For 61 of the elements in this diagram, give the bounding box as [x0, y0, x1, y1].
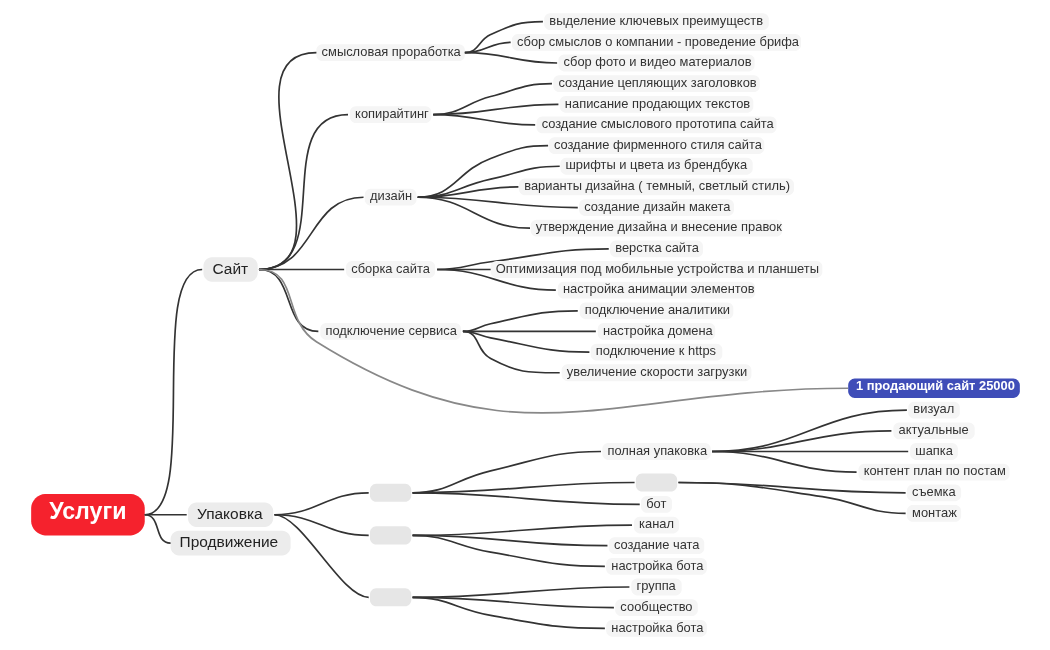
node-box: дизайн: [364, 188, 416, 206]
node-box: подключение к https: [590, 343, 722, 361]
node-box: выделение ключевых преимуществ: [543, 13, 769, 31]
node-box: создание чата: [608, 537, 704, 555]
node-box: настройка анимации элементов: [557, 281, 755, 299]
connector: [411, 491, 641, 506]
node-box: смысловая проработка: [315, 44, 465, 62]
connector: [463, 51, 558, 64]
node-box: утверждение дизайна и внесение правок: [530, 219, 782, 237]
connector: [411, 534, 606, 568]
node-box: копирайтинг: [349, 106, 431, 123]
node-box: Продвижение: [170, 530, 291, 556]
node-box: монтаж: [906, 505, 961, 522]
connector: [273, 513, 369, 599]
node-box: настройка бота: [605, 557, 707, 575]
node-box: подключение аналитики: [579, 302, 733, 320]
node-box: Сайт: [202, 257, 258, 282]
node-box: сборка сайта: [345, 261, 435, 278]
node-box: шапка: [909, 443, 958, 460]
node-box: [635, 473, 677, 492]
connector: [411, 596, 606, 630]
node-box: сбор смыслов о компании - проведение брифа: [511, 33, 801, 51]
node-box: сообщество: [614, 599, 698, 617]
node-box: создание цепляющих заголовков: [552, 75, 760, 93]
node-box: сбор фото и видео материалов: [557, 54, 755, 72]
node-box: создание смыслового прототипа сайта: [535, 116, 777, 134]
node-box: Услуги: [30, 494, 145, 536]
node-box: шрифты и цвета из брендбука: [559, 157, 753, 175]
node-box: канал: [633, 516, 679, 534]
node-box: создание дизайн макета: [578, 199, 734, 216]
node-box: группа: [630, 578, 682, 596]
connector: [710, 450, 857, 473]
node-box: [369, 526, 411, 545]
node-box: актуальные: [892, 422, 975, 440]
node-box: Оптимизация под мобильные устройства и планшеты: [490, 261, 822, 278]
node-box: настройка домена: [597, 323, 715, 340]
node-box: [369, 483, 411, 502]
node-box: съемка: [906, 484, 961, 502]
node-box: подключение сервиса: [319, 323, 461, 340]
node-box: бот: [640, 496, 672, 513]
connector: [435, 268, 557, 291]
connector: [461, 330, 561, 374]
connector: [416, 196, 531, 230]
connector: [411, 586, 630, 599]
node-box: визуал: [907, 401, 960, 419]
node-box: 1 продающий сайт 25000: [847, 378, 1020, 398]
connector: [257, 268, 849, 414]
node-box: настройка бота: [605, 619, 707, 637]
node-box: контент план по постам: [858, 463, 1009, 481]
node-box: верстка сайта: [609, 240, 703, 258]
connector: [411, 596, 615, 609]
connector: [677, 481, 906, 515]
connector: [431, 113, 536, 126]
connector: [143, 513, 171, 544]
node-box: варианты дизайна ( темный, светлый стиль): [518, 178, 794, 196]
node-box: [369, 588, 411, 607]
node-box: написание продающих текстов: [559, 95, 753, 113]
node-box: создание фирменного стиля сайта: [548, 137, 764, 154]
node-box: Упаковка: [187, 502, 273, 527]
node-box: увеличение скорости загрузки: [561, 364, 751, 382]
node-box: полная упаковка: [601, 443, 711, 460]
